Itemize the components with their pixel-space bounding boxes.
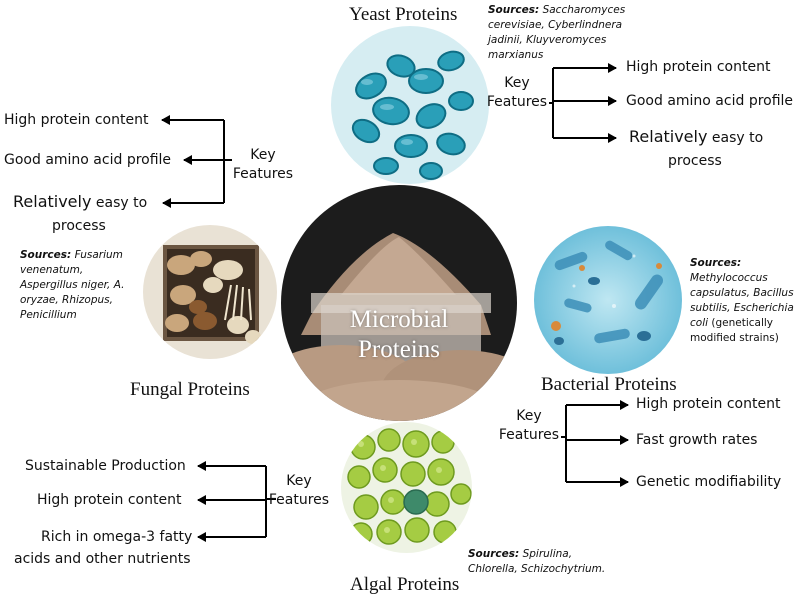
algal-key-line2: Features — [268, 492, 330, 508]
fungal-feature-1: High protein content — [4, 112, 149, 128]
yeast-feature-2: Good amino acid profile — [626, 93, 794, 109]
algal-image — [341, 422, 472, 553]
bacterial-sources-line5: modified strains) — [690, 332, 779, 344]
fungal-sources-label: Sources: — [20, 249, 72, 261]
yeast-sources-line3: jadinii, Kluyveromyces — [488, 34, 607, 46]
bacterial-sources: Sources: Methylococcus capsulatus, Bacil… — [690, 256, 802, 346]
fungal-sources: Sources: Fusarium venenatum, Aspergillus… — [20, 248, 150, 323]
fungal-feature-3: Relatively easy to — [13, 191, 147, 214]
yeast-title: Yeast Proteins — [349, 4, 458, 25]
fungal-sources-line2: venenatum, — [20, 264, 84, 276]
center-title-line2: Proteins — [358, 336, 440, 363]
algal-feature-3-line2: acids and other nutrients — [14, 551, 191, 567]
bacterial-sources-line2: capsulatus, Bacillus — [690, 287, 794, 299]
algal-sources-line1: Spirulina, — [522, 548, 573, 560]
fungal-sources-line4: oryzae, Rhizopus, — [20, 294, 113, 306]
center-microbial-proteins-image: Microbial Proteins — [281, 185, 517, 421]
fungal-key-line2: Features — [232, 166, 294, 182]
yeast-sources: Sources: Saccharomyces cerevisiae, Cyber… — [488, 3, 648, 63]
bacterial-key-line1: Key — [516, 408, 542, 424]
yeast-sources-line4: marxianus — [488, 49, 544, 61]
yeast-feature-3-rest: easy to — [711, 130, 764, 146]
bacterial-sources-line4a: coli — [690, 317, 709, 329]
yeast-sources-line1: Saccharomyces — [542, 4, 626, 16]
bacterial-sources-line4b: (genetically — [708, 317, 774, 329]
yeast-key-features-label: Key Features — [484, 74, 550, 112]
fungal-key-features-label: Key Features — [230, 146, 296, 184]
center-title-line1: Microbial — [349, 306, 449, 333]
yeast-image — [331, 26, 489, 184]
algal-sources: Sources: Spirulina, Chlorella, Schizochy… — [468, 547, 628, 577]
fungal-feature-3-rest: easy to — [95, 195, 148, 211]
fungal-feature-3-strong: Relatively — [13, 192, 92, 211]
yeast-feature-3-strong: Relatively — [629, 127, 708, 146]
algal-feature-3: Rich in omega-3 fatty — [41, 529, 193, 545]
yeast-key-line2: Features — [486, 94, 548, 110]
fungal-title: Fungal Proteins — [130, 379, 250, 400]
yeast-key-line1: Key — [504, 75, 530, 91]
bacterial-title: Bacterial Proteins — [541, 374, 677, 395]
fungal-sources-line5: Penicillium — [20, 309, 77, 321]
fungal-feature-3-line2: process — [52, 218, 106, 234]
algal-key-features-label: Key Features — [266, 472, 332, 510]
yeast-feature-3: Relatively easy to — [629, 126, 763, 149]
fungal-key-line1: Key — [250, 147, 276, 163]
bacterial-feature-1: High protein content — [636, 396, 781, 412]
algal-sources-label: Sources: — [468, 548, 520, 560]
bacterial-feature-3: Genetic modifiability — [636, 474, 782, 490]
fungal-sources-line3: Aspergillus niger, A. — [20, 279, 125, 291]
bacterial-image — [534, 226, 682, 374]
algal-feature-1: Sustainable Production — [25, 458, 186, 474]
bacterial-sources-label: Sources: — [690, 257, 742, 269]
bacterial-key-features-label: Key Features — [496, 407, 562, 445]
fungal-sources-line1: Fusarium — [74, 249, 123, 261]
bacterial-sources-line1: Methylococcus — [690, 272, 768, 284]
bacterial-key-line2: Features — [498, 427, 560, 443]
algal-sources-line2: Chlorella, Schizochytrium. — [468, 563, 606, 575]
yeast-feature-1: High protein content — [626, 59, 771, 75]
yeast-sources-label: Sources: — [488, 4, 540, 16]
bacterial-feature-2: Fast growth rates — [636, 432, 758, 448]
yeast-feature-3-line2: process — [668, 153, 722, 169]
algal-key-line1: Key — [286, 473, 312, 489]
bacterial-sources-line3: subtilis, Escherichia — [690, 302, 794, 314]
algal-feature-2: High protein content — [37, 492, 182, 508]
algal-title: Algal Proteins — [350, 574, 460, 595]
fungal-image — [143, 225, 277, 359]
yeast-sources-line2: cerevisiae, Cyberlindnera — [488, 19, 623, 31]
fungal-feature-2: Good amino acid profile — [4, 152, 172, 168]
